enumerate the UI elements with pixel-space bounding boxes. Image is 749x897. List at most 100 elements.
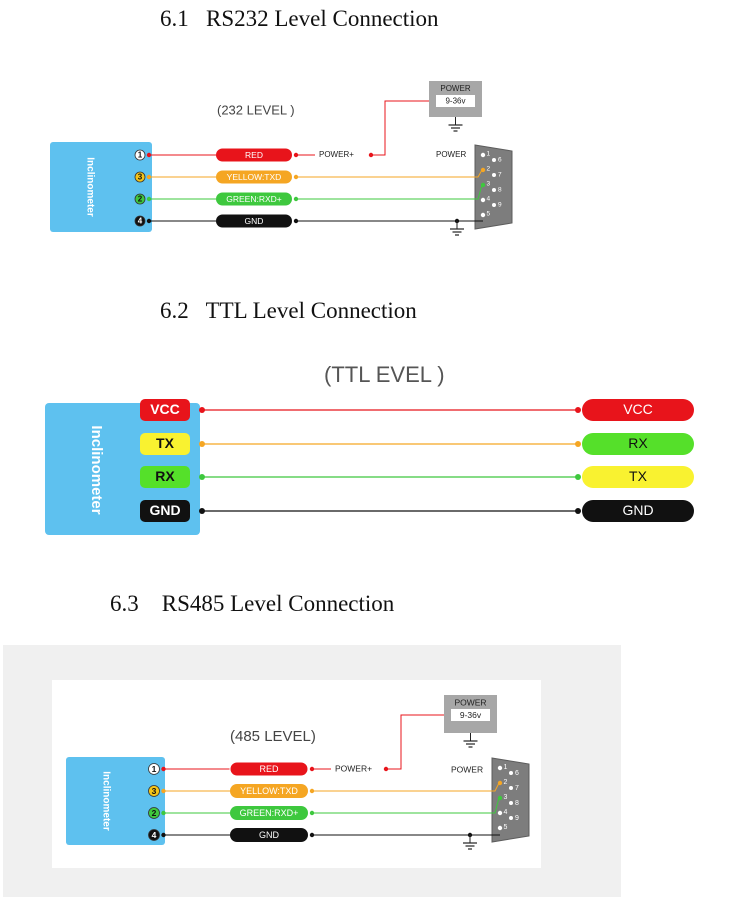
ground-symbol-icon — [450, 221, 464, 236]
wire-dot — [199, 407, 205, 413]
db9-pin-number: 8 — [498, 187, 502, 194]
wire-dot — [161, 810, 166, 816]
wire-dot — [575, 474, 581, 480]
wire-pill — [216, 214, 292, 228]
wire-dot — [575, 407, 581, 413]
wire-pill — [216, 148, 292, 162]
inclinometer-box — [66, 757, 165, 845]
pin-circle — [148, 763, 160, 775]
pin-number: 3 — [152, 786, 157, 796]
db9-pin — [509, 771, 513, 775]
db9-pin — [509, 801, 513, 805]
ground-symbol-icon — [448, 117, 463, 132]
ttl-right-pill — [582, 433, 694, 455]
db9-pin — [480, 152, 486, 158]
txd-wire — [296, 169, 483, 178]
pin-circle — [148, 807, 160, 819]
section-title-ttl: 6.2 TTL Level Connection — [160, 298, 417, 323]
wire-label: GREEN:RXD+ — [226, 194, 282, 204]
rxd-wire — [312, 797, 500, 814]
db9-pin — [497, 810, 503, 816]
db9-pin — [492, 158, 496, 162]
inclinometer-label: Inclinometer — [88, 425, 105, 514]
db9-pin-number: 6 — [498, 157, 502, 164]
db9-pin-number: 7 — [515, 785, 519, 792]
section-title-rs485: 6.3 RS485 Level Connection — [110, 591, 395, 616]
txd-wire — [312, 782, 500, 792]
ground-symbol-icon — [463, 835, 477, 850]
ttl-right-label: RX — [628, 435, 648, 451]
connector-power-label: POWER — [451, 764, 483, 774]
ttl-left-pin — [140, 433, 190, 455]
ttl-right-label: TX — [629, 468, 648, 484]
db9-pin — [492, 203, 496, 207]
db9-pin-number: 1 — [504, 764, 508, 771]
pin-number: 2 — [138, 195, 143, 204]
pin-circle — [134, 193, 146, 205]
db9-pin-number: 2 — [487, 166, 491, 173]
pin-number: 1 — [138, 151, 143, 160]
db9-pin-number: 3 — [504, 794, 508, 801]
db9-pin — [480, 212, 486, 218]
ttl-level-label: (TTL EVEL ) — [324, 362, 445, 387]
db9-pin-number: 5 — [504, 824, 508, 831]
db9-pin-number: 2 — [504, 779, 508, 786]
pin-circle — [148, 829, 160, 841]
ttl-left-pin — [140, 399, 190, 421]
db9-pin — [492, 188, 496, 192]
wire-pill — [230, 784, 308, 798]
power-box-voltage-bg — [451, 709, 490, 721]
db9-pin-number: 7 — [498, 172, 502, 179]
db9-pin — [480, 197, 486, 203]
power-box-voltage: 9-36v — [445, 97, 465, 106]
power-box-voltage: 9-36v — [460, 710, 482, 720]
wire-pill — [216, 192, 292, 206]
wire-dot — [575, 441, 581, 447]
pin-number: 2 — [152, 808, 157, 818]
ttl-left-pin — [140, 500, 190, 522]
wire-dot — [199, 508, 205, 514]
wire-dot — [161, 788, 166, 794]
db9-pin-number: 8 — [515, 800, 519, 807]
ttl-right-pill — [582, 500, 694, 522]
pin-circle — [134, 215, 146, 227]
connector-power-label: POWER — [436, 150, 466, 159]
db9-connector-icon — [474, 144, 513, 230]
section-title-rs232: 6.1 RS232 Level Connection — [160, 6, 439, 31]
wire-dot — [161, 832, 166, 838]
wire-label: GREEN:RXD+ — [240, 808, 299, 818]
ground-symbol-icon — [463, 733, 478, 748]
wire-pill — [229, 761, 309, 777]
power-plus-label: POWER+ — [335, 763, 372, 773]
ttl-left-label: RX — [155, 468, 175, 484]
db9-pin-number: 5 — [487, 211, 491, 218]
wire-dot — [383, 766, 389, 772]
pin-circle — [134, 171, 146, 183]
rs485-level-label: (485 LEVEL) — [230, 728, 316, 745]
pin-circle — [148, 785, 160, 797]
inclinometer-label: Inclinometer — [100, 771, 111, 831]
power-box-title: POWER — [440, 84, 470, 93]
wire-dot — [146, 174, 152, 180]
pin-number: 4 — [138, 217, 143, 226]
wire-dot — [146, 196, 152, 202]
wire-pill — [216, 170, 292, 184]
wire-label: GND — [245, 216, 264, 226]
wire-label: YELLOW:TXD — [227, 172, 282, 182]
db9-pin-number: 4 — [504, 809, 508, 816]
db9-pin-number: 1 — [487, 151, 491, 158]
wire-dot — [575, 508, 581, 514]
pin-number: 3 — [138, 173, 143, 182]
ttl-left-label: GND — [149, 502, 180, 518]
wire-dot — [368, 152, 374, 158]
rs232-level-label: (232 LEVEL ) — [217, 102, 295, 117]
power-wire — [371, 100, 429, 156]
wire-pill — [230, 806, 308, 820]
ttl-left-label: VCC — [150, 401, 180, 417]
db9-pin — [509, 816, 513, 820]
power-box-title: POWER — [454, 697, 486, 707]
db9-pin — [497, 825, 503, 831]
db9-pin-number: 4 — [487, 196, 491, 203]
db9-pin-number: 3 — [487, 181, 491, 188]
